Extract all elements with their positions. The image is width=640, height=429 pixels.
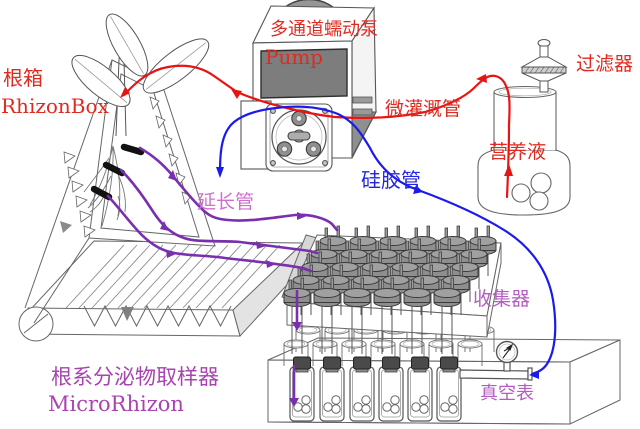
pump-head xyxy=(265,103,333,172)
silicone-tube-blue xyxy=(216,105,557,379)
label-root-box-cn: 根箱 xyxy=(3,66,43,90)
label-nutrient-solution: 营养液 xyxy=(489,141,547,163)
empty-vial xyxy=(312,339,338,366)
collector-cap xyxy=(382,264,410,315)
label-extension-tube: 延长管 xyxy=(197,191,255,213)
plate-dark-tooth xyxy=(121,307,134,321)
pump-side-tab xyxy=(352,108,373,116)
label-irrigation-tube: 微灌溉管 xyxy=(385,98,462,120)
label-pump-en: Pump xyxy=(265,45,324,69)
empty-vial xyxy=(341,339,367,366)
label-vacuum-gauge: 真空表 xyxy=(480,383,534,404)
nutrient-bottle xyxy=(477,85,571,216)
pump xyxy=(240,0,377,172)
purple-flow-arrows xyxy=(160,170,307,407)
collector-cap xyxy=(403,277,431,354)
plate-hatch-lines xyxy=(65,244,281,309)
sample-vial xyxy=(289,356,315,422)
red-flow-arrows xyxy=(120,74,513,176)
sample-vial xyxy=(319,356,345,422)
vial-tray xyxy=(267,325,621,425)
empty-vial xyxy=(370,339,396,366)
label-root-box-en: RhizonBox xyxy=(1,94,109,118)
collector-cap xyxy=(373,277,401,354)
collector-cap xyxy=(370,238,398,289)
label-collector: 收集器 xyxy=(473,288,531,310)
sample-vial xyxy=(407,356,433,422)
sampler-plate xyxy=(18,240,309,342)
sample-vial xyxy=(349,356,375,422)
vacuum-gauge xyxy=(459,340,533,381)
leaf-top xyxy=(105,13,149,77)
label-pump-cn: 多通道蠕动泵 xyxy=(270,19,378,40)
collector-cap xyxy=(310,238,338,289)
blue-flow-arrows xyxy=(216,167,539,379)
label-filter: 过滤器 xyxy=(576,53,634,75)
plate-teeth xyxy=(83,304,232,328)
collector-cap xyxy=(433,277,461,354)
roller-cylinder xyxy=(18,306,54,342)
label-sampler-cn: 根系分泌物取样器 xyxy=(51,365,219,389)
box-teeth-right xyxy=(149,96,192,205)
sample-vial xyxy=(436,356,462,422)
irrigation-tube-red xyxy=(120,64,513,199)
collector-cap xyxy=(343,277,371,354)
filter xyxy=(520,39,568,93)
leaf-left xyxy=(71,54,131,108)
sample-vials xyxy=(289,356,462,422)
label-sampler-en: MicroRhizon xyxy=(48,392,184,416)
sample-vial xyxy=(378,356,404,422)
box-teeth-left xyxy=(63,151,96,238)
solution-bubbles xyxy=(511,172,552,211)
extension-tubes-purple xyxy=(106,146,339,407)
collector-box xyxy=(281,225,502,354)
box-dark-marker xyxy=(60,221,72,233)
label-silicone-tube: 硅胶管 xyxy=(361,168,421,192)
collector-cap xyxy=(313,277,341,354)
pump-side-tab xyxy=(352,96,373,104)
root-samplers xyxy=(90,143,145,201)
collector-caps xyxy=(283,225,497,354)
pump-screen xyxy=(260,48,348,99)
empty-vial xyxy=(457,339,483,366)
gauge-needle-icon xyxy=(502,343,514,359)
